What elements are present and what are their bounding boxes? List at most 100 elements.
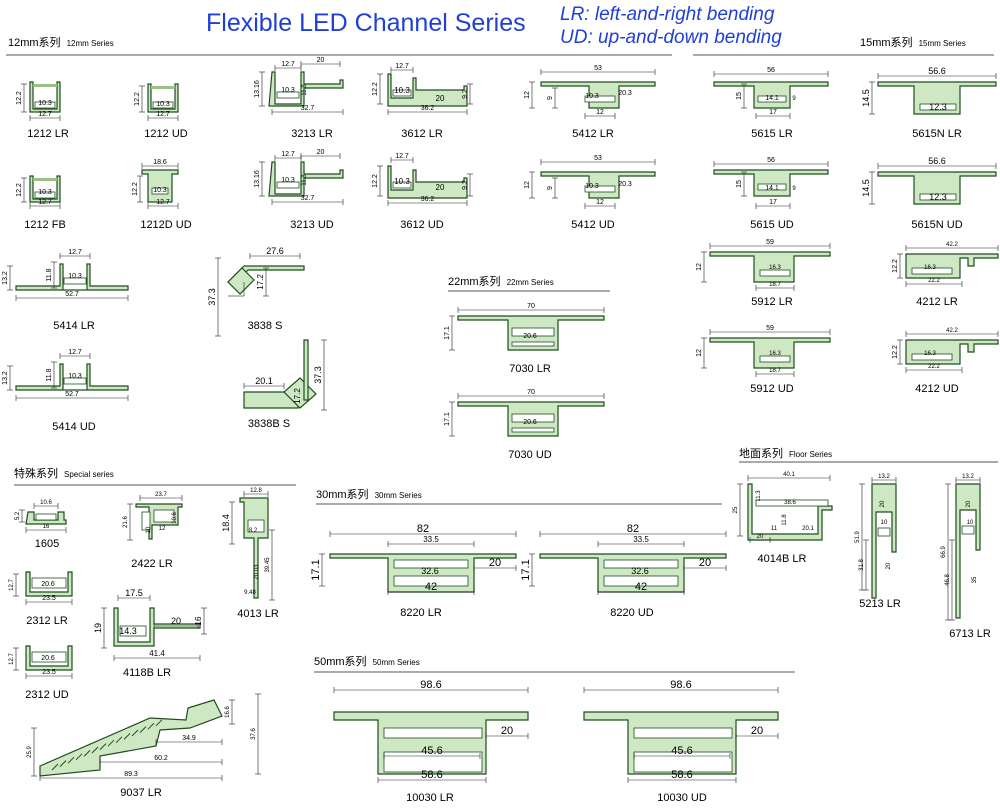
dimension-label: 14.5: [861, 89, 871, 107]
dimension-label: 21.6: [123, 516, 129, 528]
dimension-label: 36.2: [421, 196, 435, 203]
led-strip: [584, 185, 616, 193]
dimension-label: 12.7: [38, 199, 52, 206]
dimension-label: 89.3: [124, 771, 138, 778]
dimension-label: 23.5: [42, 669, 56, 676]
dimension-label: 31.8: [859, 559, 865, 571]
dimension-label: 12: [696, 263, 703, 271]
dimension-label: 14.1: [765, 185, 779, 192]
dimension-label: 12: [159, 526, 166, 532]
label-1212-fb: 1212 FB: [24, 219, 66, 231]
dimension-label: 16: [194, 616, 203, 625]
dimension-label: 12.8: [250, 488, 262, 494]
dimension-label: 12.3: [929, 102, 947, 112]
dimension-label: 16.3: [924, 265, 936, 271]
dimension-label: 36.2: [421, 105, 435, 112]
label-4013-lr: 4013 LR: [237, 608, 279, 620]
profile-outline: [747, 483, 833, 541]
led-strip: [919, 103, 957, 111]
dimension-label: 18.7: [769, 282, 781, 288]
dimension-label: 16: [43, 524, 50, 530]
dimension-label: 23.5: [42, 595, 56, 602]
profile-outline: [25, 511, 67, 525]
profile-outline: [39, 699, 223, 777]
dimension-label: 20.6: [523, 333, 537, 340]
page-title: Flexible LED Channel Series: [206, 9, 526, 37]
dimension-label: 98.6: [420, 679, 441, 691]
label-7030-lr: 7030 LR: [509, 363, 551, 375]
dimension-label: 13.2: [2, 271, 9, 285]
led-strip: [276, 181, 300, 189]
led-strip: [757, 183, 787, 191]
led-strip: [757, 95, 787, 103]
profile-outline: [540, 81, 656, 109]
dimension-label: 98.6: [670, 679, 691, 691]
label-7030-ud: 7030 UD: [508, 449, 552, 461]
dimension-label: 45.6: [421, 745, 442, 757]
led-strip: [393, 559, 469, 569]
dimension-label: 19: [93, 623, 103, 633]
dimension-label: 5.2: [15, 511, 21, 520]
led-strip: [31, 651, 67, 663]
led-strip: [759, 269, 791, 277]
profile-outline: [387, 73, 468, 107]
profile-outline: [25, 645, 73, 671]
dimension-label: 60.2: [154, 755, 168, 762]
dimension-label: 12.2: [132, 182, 139, 196]
led-strip: [511, 413, 555, 423]
dimension-label: 12.7: [156, 111, 170, 118]
dimension-label: 82: [627, 523, 639, 535]
label-2312-lr: 2312 LR: [26, 615, 68, 627]
led-strip: [34, 191, 56, 199]
dimension-label: 16.6: [225, 706, 231, 718]
dimension-label: 14.3: [119, 626, 137, 636]
led-strip: [63, 377, 87, 385]
dimension-label: 12.2: [892, 345, 899, 359]
dimension-label: 12.2: [16, 91, 23, 105]
label-5912-lr: 5912 LR: [751, 296, 793, 308]
dimension-label: 11.3: [756, 490, 762, 502]
dimension-label: 10.3: [585, 93, 599, 100]
dimension-label: 25.9: [27, 746, 33, 758]
dimension-label: 12: [524, 181, 531, 189]
dimension-label: 10.3: [156, 101, 170, 108]
dimension-label: 20: [699, 557, 711, 569]
led-strip: [153, 509, 175, 523]
dimension-label: 42: [425, 581, 437, 593]
label-5414-lr: 5414 LR: [53, 320, 95, 332]
profile-outline: [239, 497, 269, 599]
led-strip: [383, 727, 483, 739]
dimension-label: 12.7: [68, 349, 82, 356]
dimension-label: 11.8: [302, 174, 308, 186]
dimension-label: 9: [792, 96, 796, 102]
dimension-label: 9.2: [462, 180, 469, 190]
dimension-label: 18.6: [153, 159, 167, 166]
dimension-label: 16.3: [769, 265, 781, 271]
dimension-label: 20.6: [41, 581, 55, 588]
label-5615-lr: 5615 LR: [751, 128, 793, 140]
label-5414-ud: 5414 UD: [52, 421, 96, 433]
dimension-label: 12.7: [395, 63, 409, 70]
led-strip: [961, 525, 975, 535]
dimension-label: 13.2: [878, 474, 890, 480]
label-1212d-ud: 1212D UD: [140, 219, 192, 231]
label-8220-lr: 8220 LR: [400, 607, 442, 619]
dimension-label: 10.3: [394, 86, 410, 95]
dimension-label: 37.3: [313, 366, 323, 384]
dimension-label: 20: [436, 94, 445, 103]
dimension-label: 20.6: [523, 419, 537, 426]
led-strip: [511, 327, 555, 337]
dimension-label: 23.7: [155, 492, 167, 498]
dimension-label: 20: [317, 57, 325, 64]
label-5412-ud: 5412 UD: [571, 219, 615, 231]
dimension-label: 38.6: [784, 500, 796, 506]
dimension-label: 12.3: [929, 192, 947, 202]
